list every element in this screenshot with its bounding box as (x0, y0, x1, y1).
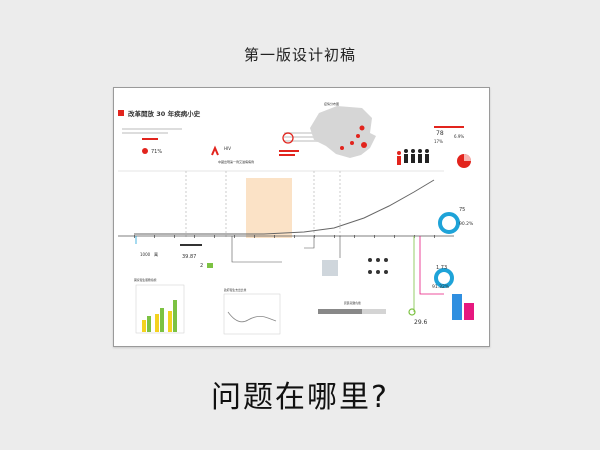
line-chart-title: 政府衛生支出比重 (224, 288, 247, 292)
red-label (434, 126, 464, 128)
connector-line (304, 236, 315, 249)
map-dot (340, 146, 344, 150)
line-chart-series (227, 311, 277, 323)
pie-slice (464, 154, 471, 161)
header-bullet (118, 110, 124, 116)
connector-line (231, 236, 282, 263)
infographic-canvas: 改革開放 30 年疾病小史 71% HIV 中國出現第一例艾滋病病例 疫情分布图 (118, 101, 474, 335)
stat-17: 17% (434, 139, 443, 144)
ribbon-icon (211, 145, 219, 156)
gray-bar-label: 居民就醫負擔 (344, 301, 361, 305)
people-icons (404, 149, 429, 163)
unit-wan: 萬 (154, 251, 158, 257)
line-chart-frame (223, 293, 281, 335)
slide-question: 问题在哪里? (211, 380, 389, 415)
text-line (122, 128, 182, 130)
poster-heading: 改革開放 30 年疾病小史 (128, 109, 201, 118)
slide-title: 第一版设计初稿 (243, 46, 356, 64)
magenta-bar (464, 303, 474, 320)
stat-mid: 中國出現第一例艾滋病病例 (218, 159, 254, 164)
cyan-donut-chart-2 (434, 268, 454, 288)
connector-line (419, 236, 444, 295)
map-title: 疫情分布图 (324, 101, 339, 106)
bar-chart (142, 300, 177, 332)
green-badge (207, 263, 213, 268)
trend-line (134, 179, 435, 235)
stat-69: 6.9% (454, 134, 464, 139)
china-map (310, 106, 376, 158)
num-296: 29.6 (414, 319, 428, 326)
red-label (279, 154, 295, 156)
map-dot (356, 134, 360, 138)
num-1000: 1000 (140, 252, 151, 257)
pct-9132: 91.32% (432, 284, 450, 290)
person-red-icon (397, 151, 401, 155)
text-line (180, 244, 202, 246)
virus-icon (142, 148, 148, 154)
stat-71: 71% (151, 149, 162, 155)
red-label (279, 150, 299, 152)
text-line (284, 140, 339, 142)
num-173: 1.73 (436, 265, 447, 271)
map-dot (359, 125, 365, 131)
text-line (122, 132, 168, 134)
map-dot (350, 141, 354, 145)
hospital-icon (282, 132, 294, 144)
num-3987: 39.87 (182, 254, 196, 260)
num-2: 2 (200, 263, 203, 269)
red-label (142, 138, 158, 140)
highlight-region (246, 178, 292, 238)
cyan-donut-chart (438, 212, 460, 234)
gray-bar-fill (318, 309, 362, 314)
stat-78: 78 (436, 130, 444, 137)
pct-902: 90.2% (459, 221, 474, 227)
photo-thumbnail (322, 260, 338, 276)
stat-hiv: HIV (224, 146, 231, 151)
bar-chart-title: 國家衛生服務指標 (134, 278, 157, 282)
person-red-icon (397, 156, 401, 165)
green-circle-icon (408, 308, 416, 316)
num-75: 75 (459, 207, 465, 213)
infographic-poster: 改革開放 30 年疾病小史 71% HIV 中國出現第一例艾滋病病例 疫情分布图 (113, 87, 490, 347)
bar-chart-frame (135, 284, 185, 334)
blue-bar (452, 294, 462, 320)
icon-grid (368, 258, 388, 274)
map-dot (361, 142, 367, 148)
